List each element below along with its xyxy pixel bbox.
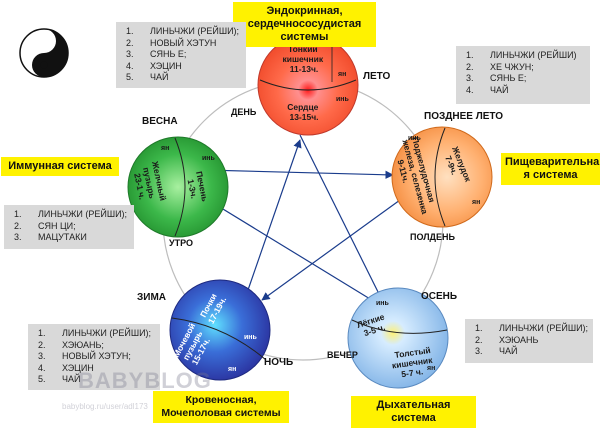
header-endocrine: Эндокринная, сердечнососудистая системы — [233, 2, 376, 47]
list-item: 3.ЧАЙ — [475, 346, 518, 356]
wood-element — [127, 136, 229, 238]
season-spring: ВЕСНА — [142, 116, 178, 127]
wood-yin: инь — [202, 155, 216, 162]
list-autumn: 1.ЛИНЬЧЖИ (РЕЙШИ); 2.ХЭЮАНЬ 3.ЧАЙ — [465, 319, 593, 363]
organ-heart: Сердце 13-15ч. — [287, 102, 321, 122]
fire-element — [257, 34, 359, 136]
list-item: 2.ХЭЮАНЬ — [475, 334, 539, 345]
list-item: 3.НОВЫЙ ХЭТУН; — [38, 351, 131, 361]
list-item: 3.МАЦУТАКИ — [14, 232, 87, 242]
earth-divider — [434, 127, 446, 227]
time-evening: ВЕЧЕР — [327, 350, 358, 360]
list-item: 5.ЧАЙ — [126, 72, 169, 82]
wood-divider — [174, 137, 186, 237]
list-item: 1.ЛИНЬЧЖИ (РЕЙШИ) — [466, 50, 577, 60]
organ-small-intestine: Тонкий кишечник 11-13ч. — [282, 44, 325, 74]
list-item: 5.ЧАЙ — [38, 374, 81, 384]
earth-element — [391, 126, 493, 228]
organ-liver: Печень1-3ч. — [184, 170, 210, 204]
time-day: ДЕНЬ — [231, 107, 257, 117]
list-item: 1.ЛИНЬЧЖИ (РЕЙШИ); — [126, 26, 240, 36]
time-night: НОЧЬ — [264, 357, 294, 368]
list-item: 1.ЛИНЬЧЖИ (РЕЙШИ); — [14, 209, 128, 219]
earth-circle — [391, 126, 493, 228]
season-summer: ЛЕТО — [363, 71, 391, 82]
list-summer: 1.ЛИНЬЧЖИ (РЕЙШИ); 2.НОВЫЙ ХЭТУН 3.СЯНЬ … — [116, 22, 246, 88]
fire-yang-2: инь — [336, 96, 350, 103]
metal-yang: ян — [427, 365, 435, 372]
earth-yang: ян — [472, 199, 480, 206]
water-yang: ян — [228, 366, 236, 373]
header-immune: Иммунная система — [1, 157, 119, 176]
metal-divider — [351, 319, 448, 334]
season-late-summer: ПОЗДНЕЕ ЛЕТО — [424, 111, 504, 122]
list-item: 2.НОВЫЙ ХЭТУН — [126, 37, 217, 48]
time-morning: УТРО — [169, 238, 193, 248]
header-respiratory: Дыхательная система — [351, 396, 476, 428]
list-item: 2.ХЕ ЧЖУН; — [466, 61, 534, 72]
watermark-logo: BABYBLOG — [78, 368, 212, 393]
list-item: 1.ЛИНЬЧЖИ (РЕЙШИ); — [475, 323, 589, 333]
metal-yin: инь — [376, 300, 390, 307]
season-winter: ЗИМА — [137, 292, 167, 303]
water-circle — [169, 279, 271, 381]
fire-divider — [259, 79, 357, 91]
list-item: 4.ХЭЦИН — [126, 60, 182, 71]
list-item: 4.ХЭЦИН — [38, 362, 94, 373]
season-autumn: ОСЕНЬ — [421, 291, 458, 302]
list-item: 4.ЧАЙ — [466, 84, 509, 95]
water-element — [169, 279, 271, 381]
water-divider — [171, 317, 267, 361]
list-item: 1.ЛИНЬЧЖИ (РЕЙШИ); — [38, 328, 152, 338]
header-blood: Кровеносная, Мочеполовая системы — [153, 391, 289, 423]
header-digestive: Пищеварительна я система — [501, 153, 600, 185]
list-item: 3.СЯНЬ Е; — [126, 49, 187, 59]
arrow-water-to-fire — [247, 139, 302, 291]
arrow-metal-to-wood — [199, 194, 376, 303]
list-item: 2.ХЭЮАНЬ; — [38, 339, 104, 350]
water-yin: инь — [244, 334, 258, 341]
wood-yang: ян — [161, 145, 169, 152]
wood-circle — [127, 136, 229, 238]
control-cycle-arrows — [199, 134, 401, 303]
metal-element — [347, 287, 449, 389]
list-late-summer: 1.ЛИНЬЧЖИ (РЕЙШИ) 2.ХЕ ЧЖУН; 3.СЯНЬ Е; 4… — [456, 46, 590, 104]
arrow-earth-to-water — [261, 199, 401, 301]
fire-yang-1: ян — [338, 71, 346, 78]
watermark-url: babyblog.ru/user/adl173 — [62, 402, 148, 411]
arrow-wood-to-earth — [204, 169, 394, 179]
earth-yin: инь — [408, 135, 422, 142]
arrow-fire-to-metal — [299, 134, 383, 301]
list-spring: 1.ЛИНЬЧЖИ (РЕЙШИ); 2.СЯН ЦИ; 3.МАЦУТАКИ — [4, 205, 134, 249]
metal-circle — [347, 287, 449, 389]
list-item: 3.СЯНЬ Е; — [466, 73, 527, 83]
yin-yang-icon — [19, 28, 69, 78]
time-noon: ПОЛДЕНЬ — [410, 232, 455, 242]
list-item: 2.СЯН ЦИ; — [14, 220, 76, 231]
list-winter: 1.ЛИНЬЧЖИ (РЕЙШИ); 2.ХЭЮАНЬ; 3.НОВЫЙ ХЭТ… — [28, 324, 160, 390]
